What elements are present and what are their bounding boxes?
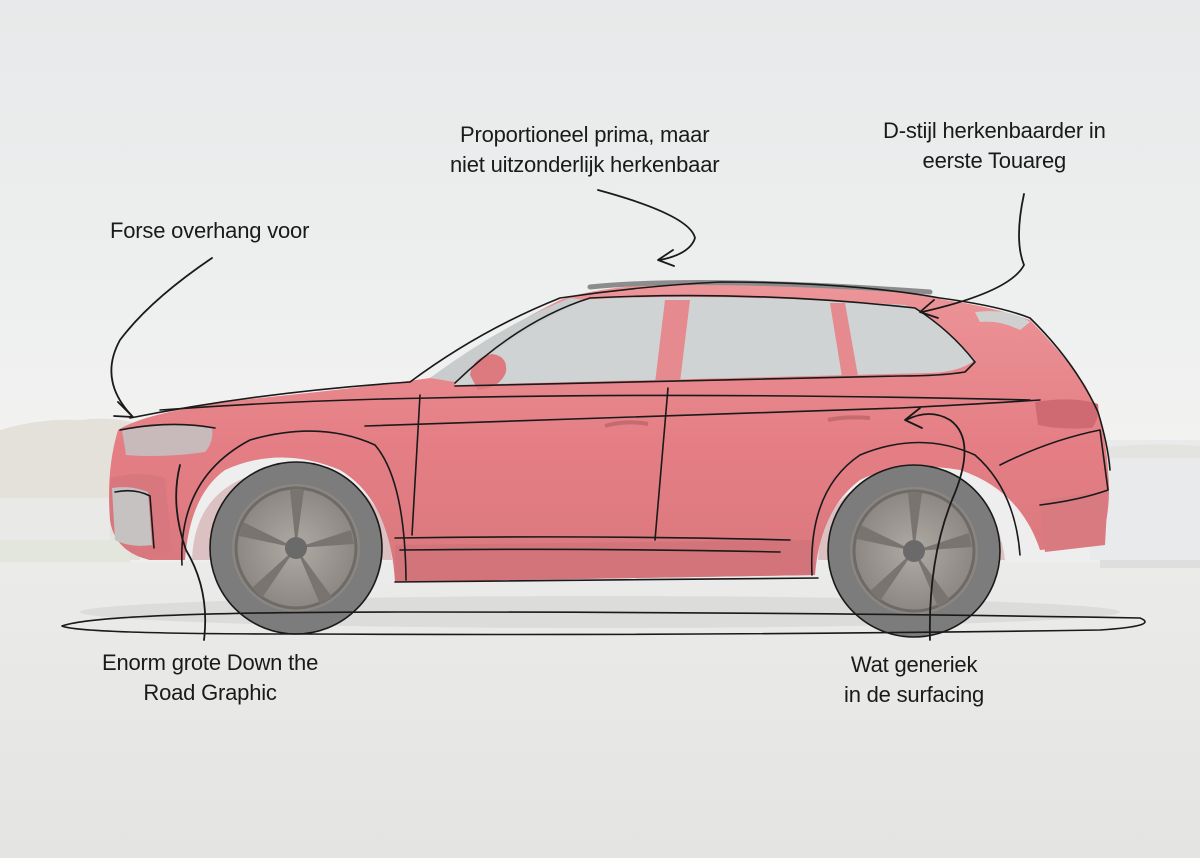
door-handle-front [604, 420, 649, 428]
annotation-line: eerste Touareg [922, 148, 1067, 173]
sketch-ground-line [61, 611, 1146, 636]
sketch-intake [114, 489, 155, 549]
sketch-rear-arch [810, 441, 1021, 576]
sketch-sill [394, 536, 791, 541]
annotation-line: in de surfacing [844, 682, 985, 707]
road-kerb [1100, 560, 1200, 568]
sketch-sill-lower [399, 548, 781, 553]
annotation-line: Enorm grote Down the [102, 650, 319, 675]
arrowhead-surfacing [904, 407, 923, 429]
far-shore [1100, 444, 1200, 458]
annotation-line: niet uitzonderlijk herkenbaar [450, 152, 720, 177]
taillight [1035, 399, 1099, 429]
rear-glass [975, 311, 1030, 330]
annotation-down-the-road: Enorm grote Down the Road Graphic [102, 648, 318, 708]
arrow-front-overhang [110, 257, 213, 417]
arrow-surfacing [905, 413, 966, 641]
air-intake [112, 487, 152, 546]
door-handle-rear [827, 415, 871, 422]
annotation-front-overhang: Forse overhang voor [110, 216, 309, 246]
window-pillar-c [830, 303, 858, 377]
headlight [122, 424, 213, 456]
low-wall [0, 498, 110, 540]
sketch-door-cut-b [654, 387, 669, 541]
arrow-d-pillar [921, 193, 1025, 313]
arrowhead-front-overhang [113, 401, 134, 418]
arrowhead-d-pillar [919, 299, 939, 319]
arrowhead-proportions [657, 249, 675, 267]
sketch-beltline [364, 399, 1041, 427]
sketch-front-arch [181, 430, 407, 581]
annotation-d-pillar: D-stijl herkenbaarder in eerste Touareg [883, 116, 1106, 176]
rear-wheel [828, 465, 1000, 637]
annotation-line: D-stijl herkenbaarder in [883, 118, 1106, 143]
sketch-headlamp [119, 423, 216, 431]
sketch-rear-fascia [999, 429, 1109, 506]
sketch-shoulder [159, 394, 1031, 411]
annotation-line: Road Graphic [143, 680, 277, 705]
annotation-arrows [110, 189, 1025, 641]
lower-sill [395, 540, 815, 582]
annotation-line: Proportioneel prima, maar [460, 122, 710, 147]
sketch-roofline [129, 281, 1111, 471]
annotation-proportions: Proportioneel prima, maar niet uitzonder… [450, 120, 720, 180]
arrow-down-the-road [175, 464, 207, 641]
window-pillar-b [655, 300, 690, 383]
front-wheel [210, 462, 382, 634]
arrow-proportions [597, 189, 696, 261]
sketch-overlay [61, 281, 1146, 638]
sketch-rear-wheel [827, 464, 1001, 638]
annotation-surfacing: Wat generiek in de surfacing [844, 650, 984, 710]
sketch-door-cut-a [411, 394, 421, 536]
sketch-rocker [394, 577, 819, 583]
annotation-line: Forse overhang voor [110, 218, 310, 243]
rear-bumper [1040, 490, 1108, 552]
side-mirror [470, 354, 507, 390]
sketch-greenhouse [454, 294, 976, 387]
annotation-line: Wat generiek [850, 652, 978, 677]
